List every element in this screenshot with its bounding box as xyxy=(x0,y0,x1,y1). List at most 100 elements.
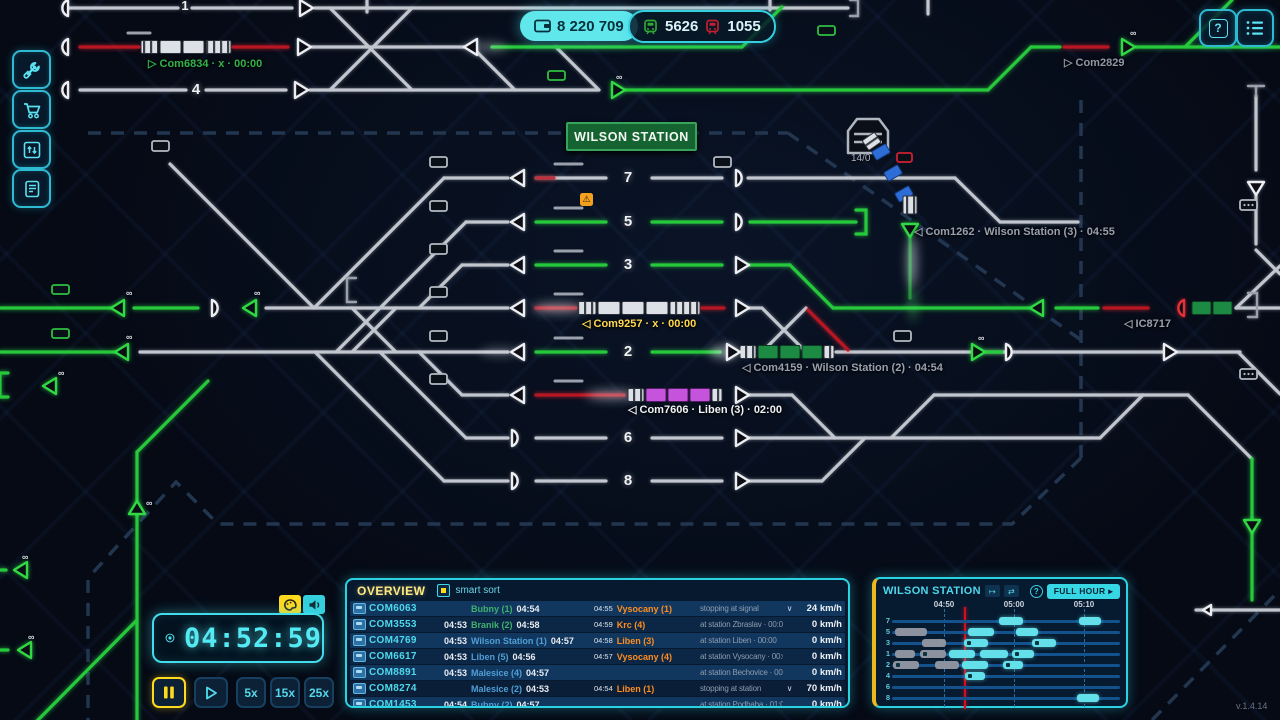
timetable-train-block[interactable] xyxy=(949,650,975,658)
train-counters[interactable]: 5626 1055 xyxy=(628,10,776,43)
timetable-train-block[interactable] xyxy=(999,617,1023,625)
train-icon xyxy=(353,603,369,614)
next-stop: 04:55 Vysocany (1) xyxy=(594,604,700,614)
timetable-train-block[interactable] xyxy=(1077,694,1099,702)
departure-time: 04:54 xyxy=(516,603,540,614)
overview-train-row[interactable]: COM6063 Bubny (1) 04:54 04:55 Vysocany (… xyxy=(350,601,845,616)
train-com1262[interactable] xyxy=(862,132,918,215)
speed-15x-button[interactable]: 15x xyxy=(270,677,300,708)
timetable-track-line xyxy=(892,631,1120,634)
timetable-train-block[interactable] xyxy=(1079,617,1101,625)
train-label-com1262[interactable]: ◁ Com1262 · Wilson Station (3) · 04:55 xyxy=(914,226,1115,238)
timetable-train-block[interactable] xyxy=(964,639,988,647)
menu-button[interactable] xyxy=(1236,9,1274,47)
train-com4159[interactable] xyxy=(739,345,835,359)
infinity-icon: ∞ xyxy=(126,288,133,298)
train-label-com2829[interactable]: ▷ Com2829 xyxy=(1064,57,1125,69)
train-icon xyxy=(353,619,369,630)
log-button[interactable] xyxy=(12,169,51,208)
train-label-ic8717[interactable]: ◁ IC8717 xyxy=(1124,318,1171,330)
timetable-platform-label: 5 xyxy=(885,627,890,636)
overview-train-row[interactable]: COM6617 04:53 Liben (5) 04:56 04:57 Vyso… xyxy=(350,649,845,664)
speed-25x-button[interactable]: 25x xyxy=(304,677,334,708)
timetable-train-block[interactable] xyxy=(965,672,985,680)
speed-5x-button[interactable]: 5x xyxy=(236,677,266,708)
chevron-down-icon[interactable]: ∨ xyxy=(786,684,793,693)
pause-button[interactable] xyxy=(152,677,186,708)
track-sensors[interactable] xyxy=(51,25,1258,385)
train-icon xyxy=(353,651,369,662)
game-clock[interactable]: 04:52:59 xyxy=(152,613,324,663)
timetable-train-block[interactable] xyxy=(895,628,927,636)
train-label-com9257[interactable]: ◁ Com9257 · x · 00:00 xyxy=(582,318,697,330)
next-arrival-time: 04:57 xyxy=(594,652,613,661)
train-id: COM8274 xyxy=(369,683,417,694)
sort-button[interactable] xyxy=(12,130,51,169)
train-ic8717[interactable] xyxy=(1191,301,1233,315)
full-hour-button[interactable]: FULL HOUR ▸ xyxy=(1046,583,1120,599)
signal-red[interactable] xyxy=(1177,298,1186,318)
book-icon xyxy=(24,180,39,197)
departure-time: 04:57 xyxy=(516,699,540,708)
shop-button[interactable] xyxy=(12,90,51,129)
train-com9257[interactable] xyxy=(577,301,701,315)
smart-sort-label: smart sort xyxy=(455,585,500,596)
overview-train-row[interactable]: COM4769 04:53 Wilson Station (1) 04:57 0… xyxy=(350,633,845,648)
route-mode-button[interactable]: ↦ xyxy=(984,585,1000,597)
timetable-train-block[interactable] xyxy=(1032,639,1056,647)
overview-train-row[interactable]: COM8891 04:53 Malesice (4) 04:57 at stat… xyxy=(350,665,845,680)
train-label-com7606[interactable]: ◁ Com7606 · Liben (3) · 02:00 xyxy=(628,404,782,416)
timetable-train-block[interactable] xyxy=(980,650,1008,658)
train-alert-icon xyxy=(706,19,720,34)
train-com7606[interactable] xyxy=(627,388,723,402)
timetable-train-block[interactable] xyxy=(1016,628,1038,636)
infinity-icon: ∞ xyxy=(126,332,133,342)
overview-train-row[interactable]: COM1453 04:54 Bubny (2) 04:57 at station… xyxy=(350,697,845,708)
warning-icon[interactable]: ⚠ xyxy=(580,193,593,206)
smart-sort-toggle[interactable]: smart sort xyxy=(437,584,500,597)
tracks-red[interactable] xyxy=(78,45,1150,397)
train-label-com4159[interactable]: ◁ Com4159 · Wilson Station (2) · 04:54 xyxy=(742,362,943,374)
list-icon xyxy=(1246,21,1263,35)
timetable-time-label: 05:10 xyxy=(1073,600,1095,609)
speaker-icon xyxy=(309,599,319,610)
train-icon xyxy=(353,635,369,646)
train-com6834[interactable] xyxy=(140,40,232,54)
next-stop: 04:57 Vysocany (4) xyxy=(594,652,700,662)
timetable-train-block[interactable] xyxy=(922,639,946,647)
signals-white[interactable] xyxy=(61,0,1266,617)
next-stop: 04:58 Liben (3) xyxy=(594,636,700,646)
money-display[interactable]: 8 220 709 xyxy=(520,11,638,41)
play-button[interactable] xyxy=(194,677,228,708)
next-station: Vysocany (1) xyxy=(616,603,672,614)
train-label-com6834[interactable]: ▷ Com6834 · x · 00:00 xyxy=(148,58,263,70)
previous-stop: Malesice (2) 04:53 xyxy=(439,684,594,694)
arrival-time: 04:54 xyxy=(443,699,467,708)
overview-train-row[interactable]: COM8274 Malesice (2) 04:53 04:54 Liben (… xyxy=(350,681,845,696)
overview-train-row[interactable]: COM3553 04:53 Branik (2) 04:58 04:59 Krc… xyxy=(350,617,845,632)
timetable-platform-label: 6 xyxy=(885,682,890,691)
timetable-train-block[interactable] xyxy=(1012,650,1034,658)
arrow-right-icon: ▸ xyxy=(1108,585,1113,596)
timetable-train-block[interactable] xyxy=(893,661,919,669)
timetable-train-block[interactable] xyxy=(968,628,994,636)
chevron-down-icon[interactable]: ∨ xyxy=(786,604,793,613)
timetable-help-button[interactable]: ? xyxy=(1029,584,1043,598)
timetable-train-block[interactable] xyxy=(935,661,959,669)
previous-station: Branik (2) xyxy=(471,619,513,630)
sound-button[interactable] xyxy=(303,595,325,614)
build-tools-button[interactable] xyxy=(12,50,51,89)
swap-view-button[interactable]: ⇄ xyxy=(1003,585,1019,597)
tracks-white[interactable] xyxy=(66,0,1280,662)
timetable-train-block[interactable] xyxy=(962,661,988,669)
previous-station: Bubny (2) xyxy=(471,699,513,708)
timetable-train-block[interactable] xyxy=(1003,661,1023,669)
signals-green[interactable] xyxy=(12,37,1262,660)
timetable-train-block[interactable] xyxy=(920,650,946,658)
palette-button[interactable] xyxy=(279,595,301,614)
help-button[interactable]: ? xyxy=(1199,9,1237,47)
overview-rows: COM6063 Bubny (1) 04:54 04:55 Vysocany (… xyxy=(347,601,848,708)
timetable-train-block[interactable] xyxy=(895,650,915,658)
